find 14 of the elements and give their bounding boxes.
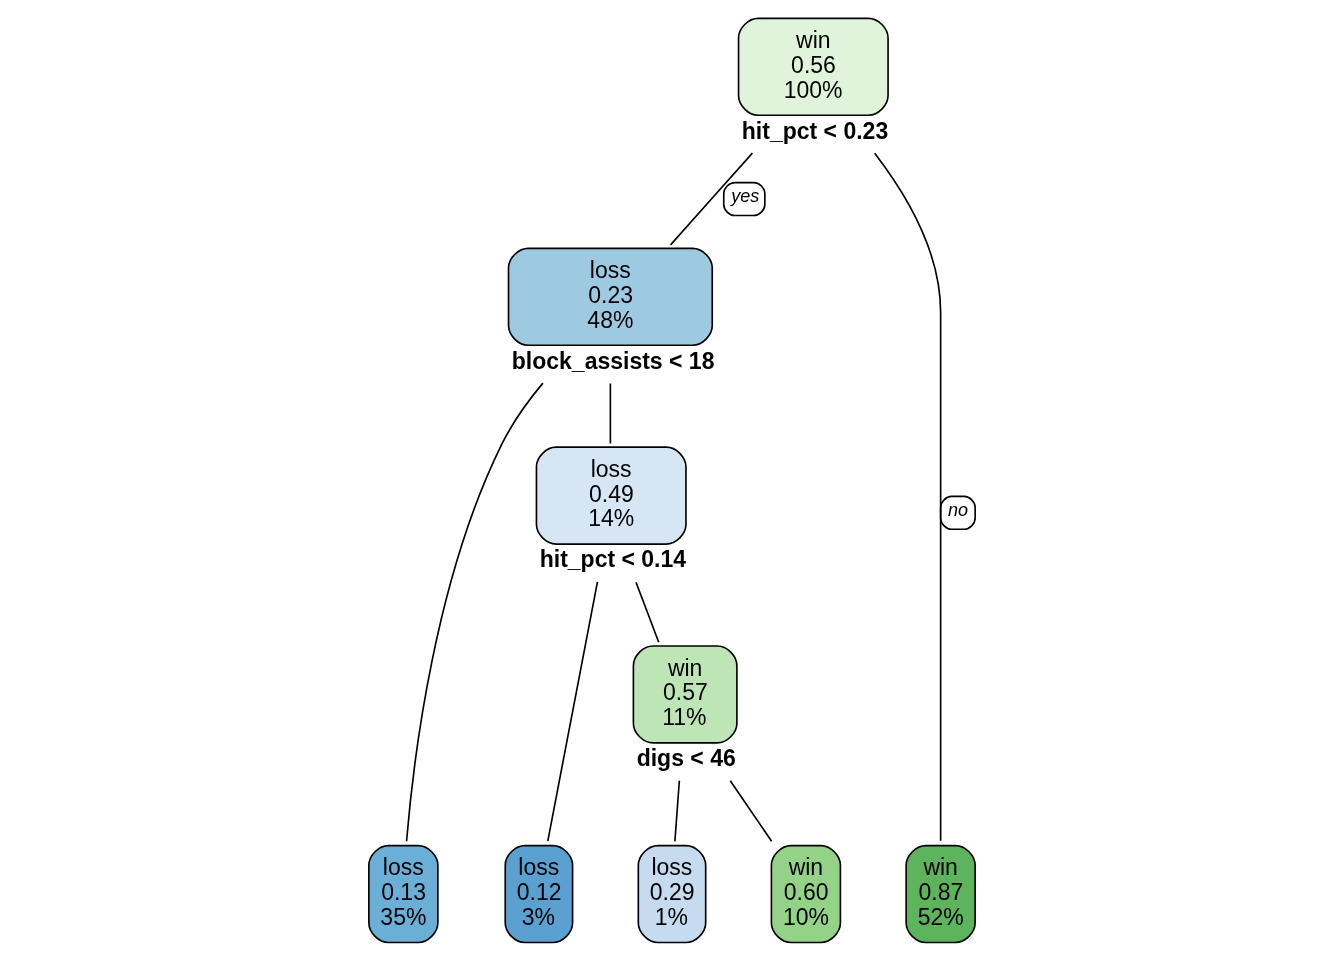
node-label: digs < 46 — [636, 745, 736, 772]
connector — [405, 382, 544, 843]
edge-label: yes — [731, 186, 760, 206]
connector — [669, 152, 754, 246]
connector — [609, 382, 612, 445]
node-label: hit_pct < 0.14 — [539, 546, 687, 573]
node-label: hit_pct < 0.23 — [741, 117, 889, 144]
connector — [729, 779, 773, 843]
connector — [635, 581, 660, 644]
connector — [674, 779, 681, 843]
connector — [546, 581, 599, 842]
edge-label: no — [948, 499, 969, 520]
node-label: block_assists < 18 — [511, 347, 715, 374]
connector — [873, 152, 942, 842]
